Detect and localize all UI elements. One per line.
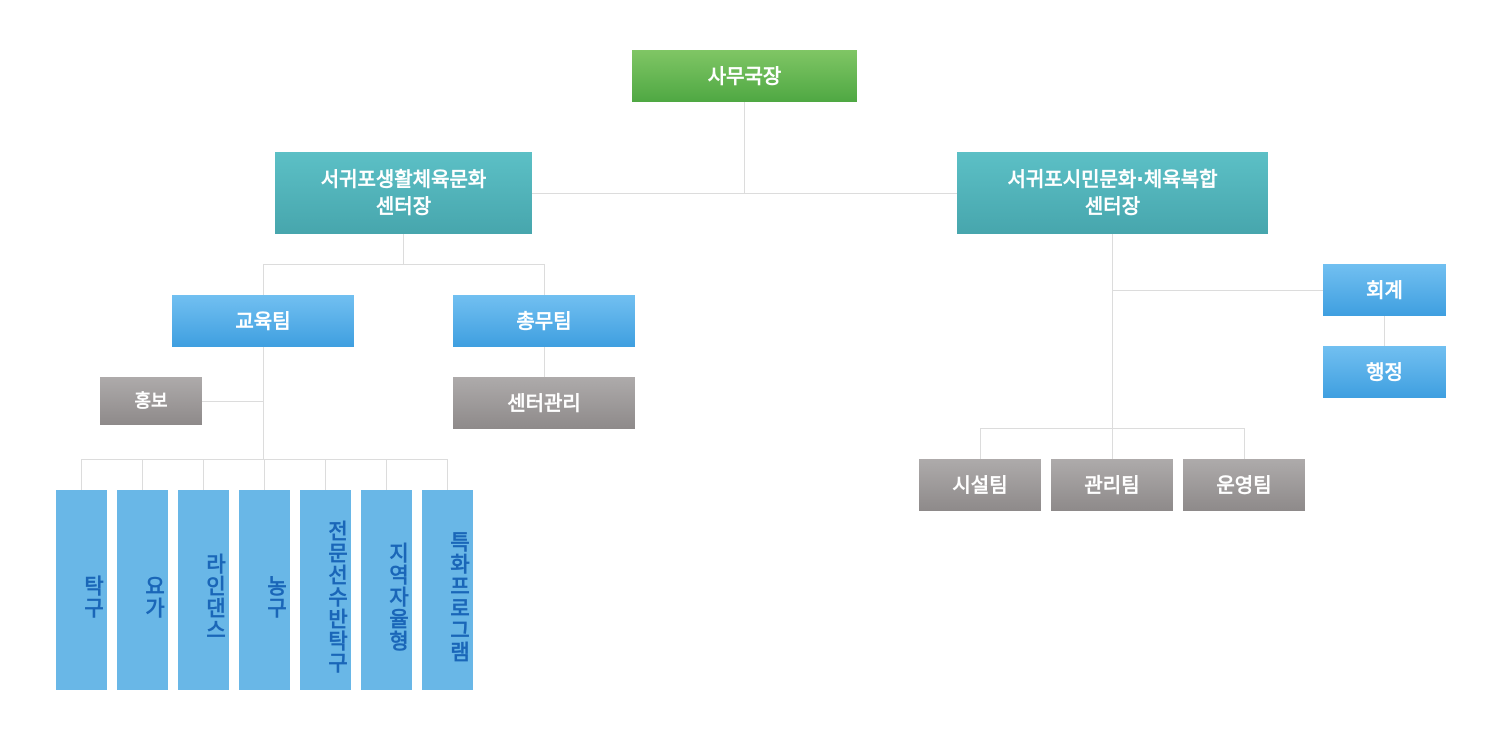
connector-line bbox=[386, 459, 387, 490]
education-team-box: 교육팀 bbox=[172, 295, 354, 347]
program-box-yoga: 요가 bbox=[117, 490, 168, 690]
program-box-table-tennis: 탁구 bbox=[56, 490, 107, 690]
operation-team-box: 운영팀 bbox=[1183, 459, 1305, 511]
connector-line bbox=[980, 428, 981, 459]
connector-line bbox=[202, 401, 263, 402]
program-box-elite-table-tennis: 전문선수반탁구 bbox=[300, 490, 351, 690]
left-center-line2: 센터장 bbox=[375, 194, 432, 218]
connector-line bbox=[264, 459, 265, 490]
connector-line bbox=[81, 459, 82, 490]
program-box-regional: 지역자율형 bbox=[361, 490, 412, 690]
program-box-special: 특화프로그램 bbox=[422, 490, 473, 690]
connector-line bbox=[544, 264, 545, 295]
right-center-line2: 센터장 bbox=[1084, 194, 1141, 218]
connector-line bbox=[203, 459, 204, 490]
right-center-head-box: 서귀포시민문화·체육복합 센터장 bbox=[957, 152, 1268, 234]
connector-line bbox=[325, 459, 326, 490]
facility-team-box: 시설팀 bbox=[919, 459, 1041, 511]
connector-line bbox=[532, 193, 957, 194]
program-box-basketball: 농구 bbox=[239, 490, 290, 690]
right-center-line1: 서귀포시민문화·체육복합 bbox=[1007, 167, 1218, 191]
connector-line bbox=[263, 347, 264, 459]
connector-line bbox=[1112, 290, 1323, 291]
connector-line bbox=[263, 264, 545, 265]
administration-box: 행정 bbox=[1323, 346, 1446, 398]
management-team-box: 관리팀 bbox=[1051, 459, 1173, 511]
center-management-box: 센터관리 bbox=[453, 377, 635, 429]
connector-line bbox=[744, 102, 745, 193]
connector-line bbox=[447, 459, 448, 490]
connector-line bbox=[403, 234, 404, 264]
left-center-head-box: 서귀포생활체육문화 센터장 bbox=[275, 152, 532, 234]
accounting-box: 회계 bbox=[1323, 264, 1446, 316]
connector-line bbox=[1384, 316, 1385, 346]
connector-line bbox=[1112, 234, 1113, 459]
program-box-line-dance: 라인댄스 bbox=[178, 490, 229, 690]
connector-line bbox=[1244, 428, 1245, 459]
connector-line bbox=[980, 428, 1245, 429]
general-team-box: 총무팀 bbox=[453, 295, 635, 347]
left-center-line1: 서귀포생활체육문화 bbox=[320, 167, 487, 191]
connector-line bbox=[263, 264, 264, 295]
connector-line bbox=[142, 459, 143, 490]
promotion-box: 홍보 bbox=[100, 377, 202, 425]
director-box: 사무국장 bbox=[632, 50, 857, 102]
connector-line bbox=[544, 347, 545, 377]
